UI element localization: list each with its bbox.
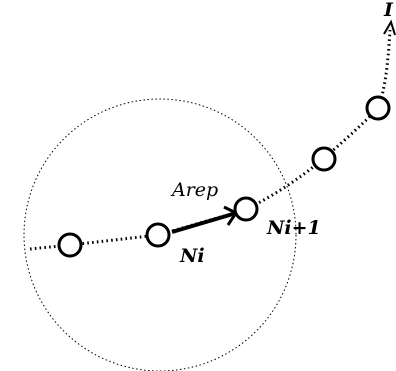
arep-arrow-line — [171, 212, 234, 234]
node-circle — [57, 232, 83, 258]
node-path — [29, 29, 392, 251]
top-letter-label: I — [383, 0, 394, 21]
node-ni1-circle — [233, 196, 259, 222]
node-ni1-label: Ni+1 — [266, 217, 321, 239]
node-ni-circle — [145, 222, 171, 248]
node-ni-label: Ni — [179, 245, 205, 267]
neighborhood-circle — [23, 98, 297, 371]
node-circle — [311, 146, 337, 172]
arep-label: Arep — [170, 179, 218, 201]
path-end-arrow-icon — [383, 19, 396, 36]
node-circle — [365, 95, 391, 121]
